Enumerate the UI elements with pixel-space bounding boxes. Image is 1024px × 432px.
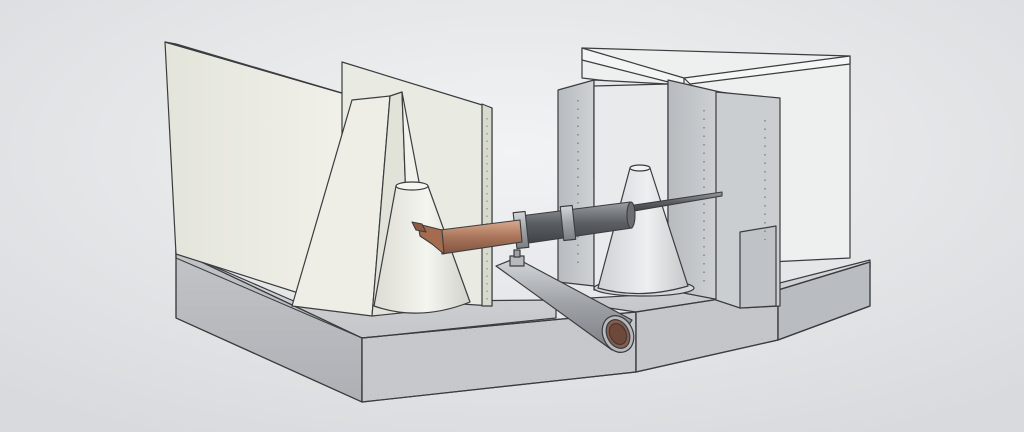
right-concrete-base [555,259,871,373]
left-cone [373,181,471,314]
sloping-steel-pipe [495,249,635,353]
left-back-panel [164,41,353,311]
horizontal-pipe-assembly [411,191,723,255]
left-concrete-base [175,249,637,403]
base-edge-lines [175,257,637,402]
right-cone [593,164,695,297]
